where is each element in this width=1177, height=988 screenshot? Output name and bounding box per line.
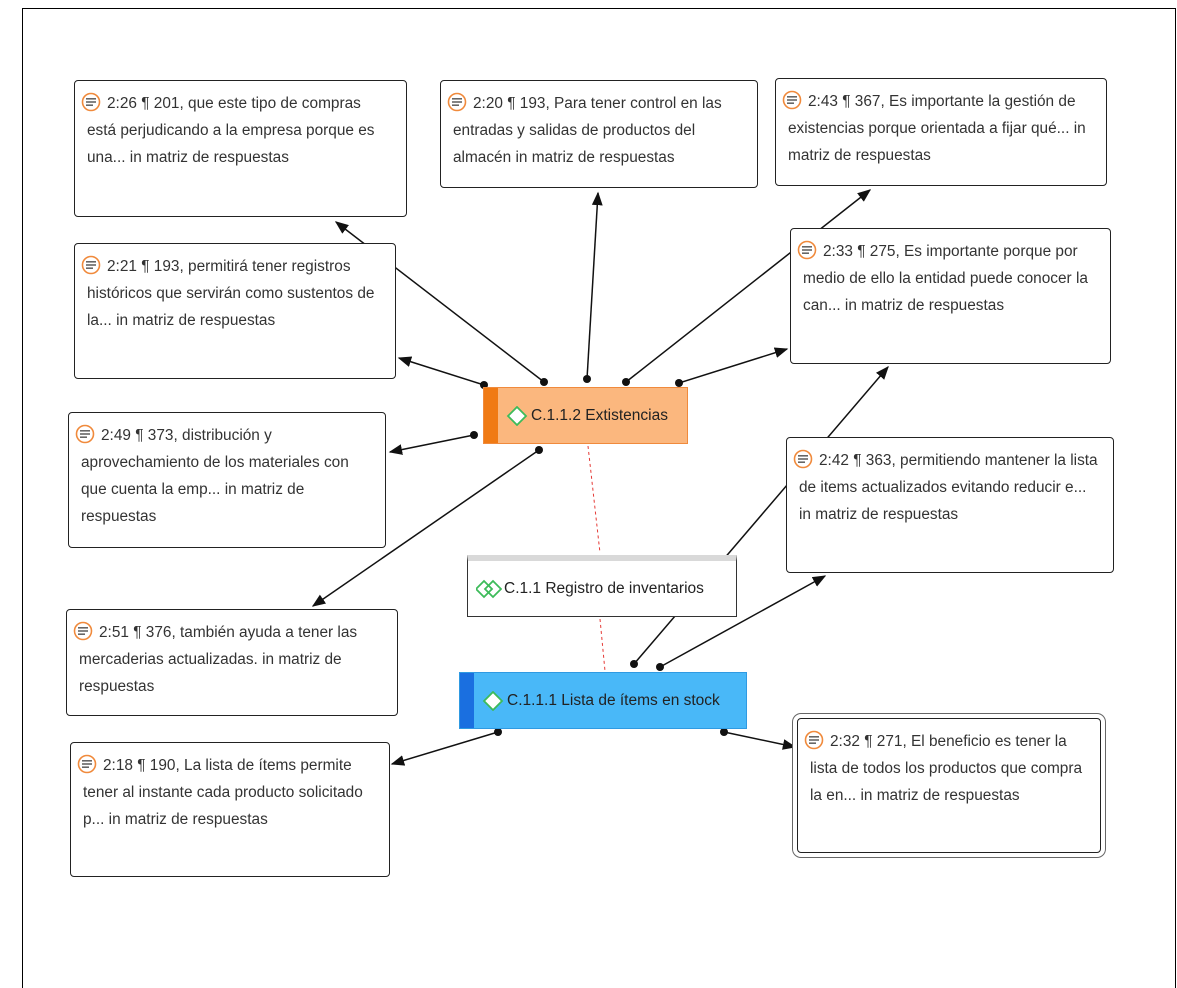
canvas-frame (22, 8, 1176, 988)
edge-extistencias-q2_33 (678, 347, 789, 384)
edge-extistencias-q2_51 (311, 449, 540, 607)
code-group-node-registro[interactable]: C.1.1 Registro de inventarios (467, 555, 737, 617)
code-color-bar (460, 673, 474, 728)
diamond-code-icon (506, 405, 528, 426)
dashed-link-top (587, 445, 601, 554)
quote-node-2-26[interactable]: 2:26 ¶ 201, que este tipo de compras est… (74, 80, 407, 217)
edge-extistencias-q2_21 (397, 356, 485, 386)
edge-dot (535, 446, 543, 454)
quote-node-2-32[interactable]: 2:32 ¶ 271, El beneficio es tener la lis… (797, 718, 1101, 853)
code-node-lista[interactable]: C.1.1.1 Lista de ítems en stock (459, 672, 747, 729)
edge-extistencias-q2_20 (586, 191, 603, 380)
edge-dot (622, 378, 630, 386)
code-color-bar (484, 388, 498, 443)
edge-dot (583, 375, 591, 383)
quotation-icon (81, 255, 101, 275)
quotation-icon (804, 730, 824, 750)
quote-node-2-21[interactable]: 2:21 ¶ 193, permitirá tener registros hi… (74, 243, 396, 379)
code-node-extistencias[interactable]: C.1.1.2 Extistencias (483, 387, 688, 444)
code-group-label: C.1.1 Registro de inventarios (504, 579, 704, 597)
quote-node-2-43[interactable]: 2:43 ¶ 367, Es importante la gestión de … (775, 78, 1107, 186)
edge-dot (720, 728, 728, 736)
edge-dot (470, 431, 478, 439)
edge-lista-q2_32 (723, 731, 797, 750)
quotation-icon (782, 90, 802, 110)
quote-node-2-20[interactable]: 2:20 ¶ 193, Para tener control en las en… (440, 80, 758, 188)
quote-text: 2:49 ¶ 373, distribución y aprovechamien… (81, 427, 349, 525)
dashed-link-bottom (599, 618, 606, 672)
quote-text: 2:18 ¶ 190, La lista de ítems permite te… (83, 757, 363, 828)
quote-node-2-33[interactable]: 2:33 ¶ 275, Es importante porque por med… (790, 228, 1111, 364)
quotation-icon (77, 754, 97, 774)
quote-node-2-18[interactable]: 2:18 ¶ 190, La lista de ítems permite te… (70, 742, 390, 877)
quotation-icon (73, 621, 93, 641)
diamond-code-icon (482, 690, 504, 711)
edge-dot (675, 379, 683, 387)
code-label: C.1.1.1 Lista de ítems en stock (507, 691, 720, 709)
edge-dot (540, 378, 548, 386)
quotation-icon (447, 92, 467, 112)
quote-text: 2:42 ¶ 363, permitiendo mantener la list… (799, 452, 1098, 523)
edge-lista-q2_42 (659, 575, 827, 668)
quote-text: 2:43 ¶ 367, Es importante la gestión de … (788, 93, 1086, 164)
quotation-icon (797, 240, 817, 260)
quote-node-2-51[interactable]: 2:51 ¶ 376, también ayuda a tener las me… (66, 609, 398, 716)
edge-lista-q2_18 (390, 731, 499, 766)
edge-extistencias-q2_49 (388, 434, 475, 455)
edge-dot (630, 660, 638, 668)
quote-node-2-49[interactable]: 2:49 ¶ 373, distribución y aprovechamien… (68, 412, 386, 548)
quotation-icon (75, 424, 95, 444)
quote-text: 2:21 ¶ 193, permitirá tener registros hi… (87, 258, 375, 329)
quote-text: 2:32 ¶ 271, El beneficio es tener la lis… (810, 733, 1083, 804)
quote-node-2-42[interactable]: 2:42 ¶ 363, permitiendo mantener la list… (786, 437, 1114, 573)
quotation-icon (81, 92, 101, 112)
quote-text: 2:26 ¶ 201, que este tipo de compras est… (87, 95, 375, 166)
edge-dot (494, 728, 502, 736)
quotation-icon (793, 449, 813, 469)
edge-extistencias-q2_43 (625, 189, 872, 383)
edge-dot (656, 663, 664, 671)
quote-text: 2:20 ¶ 193, Para tener control en las en… (453, 95, 722, 166)
code-group-icon (476, 579, 502, 598)
quote-text: 2:33 ¶ 275, Es importante porque por med… (803, 243, 1088, 314)
code-label: C.1.1.2 Extistencias (531, 406, 668, 424)
quote-text: 2:51 ¶ 376, también ayuda a tener las me… (79, 624, 358, 695)
